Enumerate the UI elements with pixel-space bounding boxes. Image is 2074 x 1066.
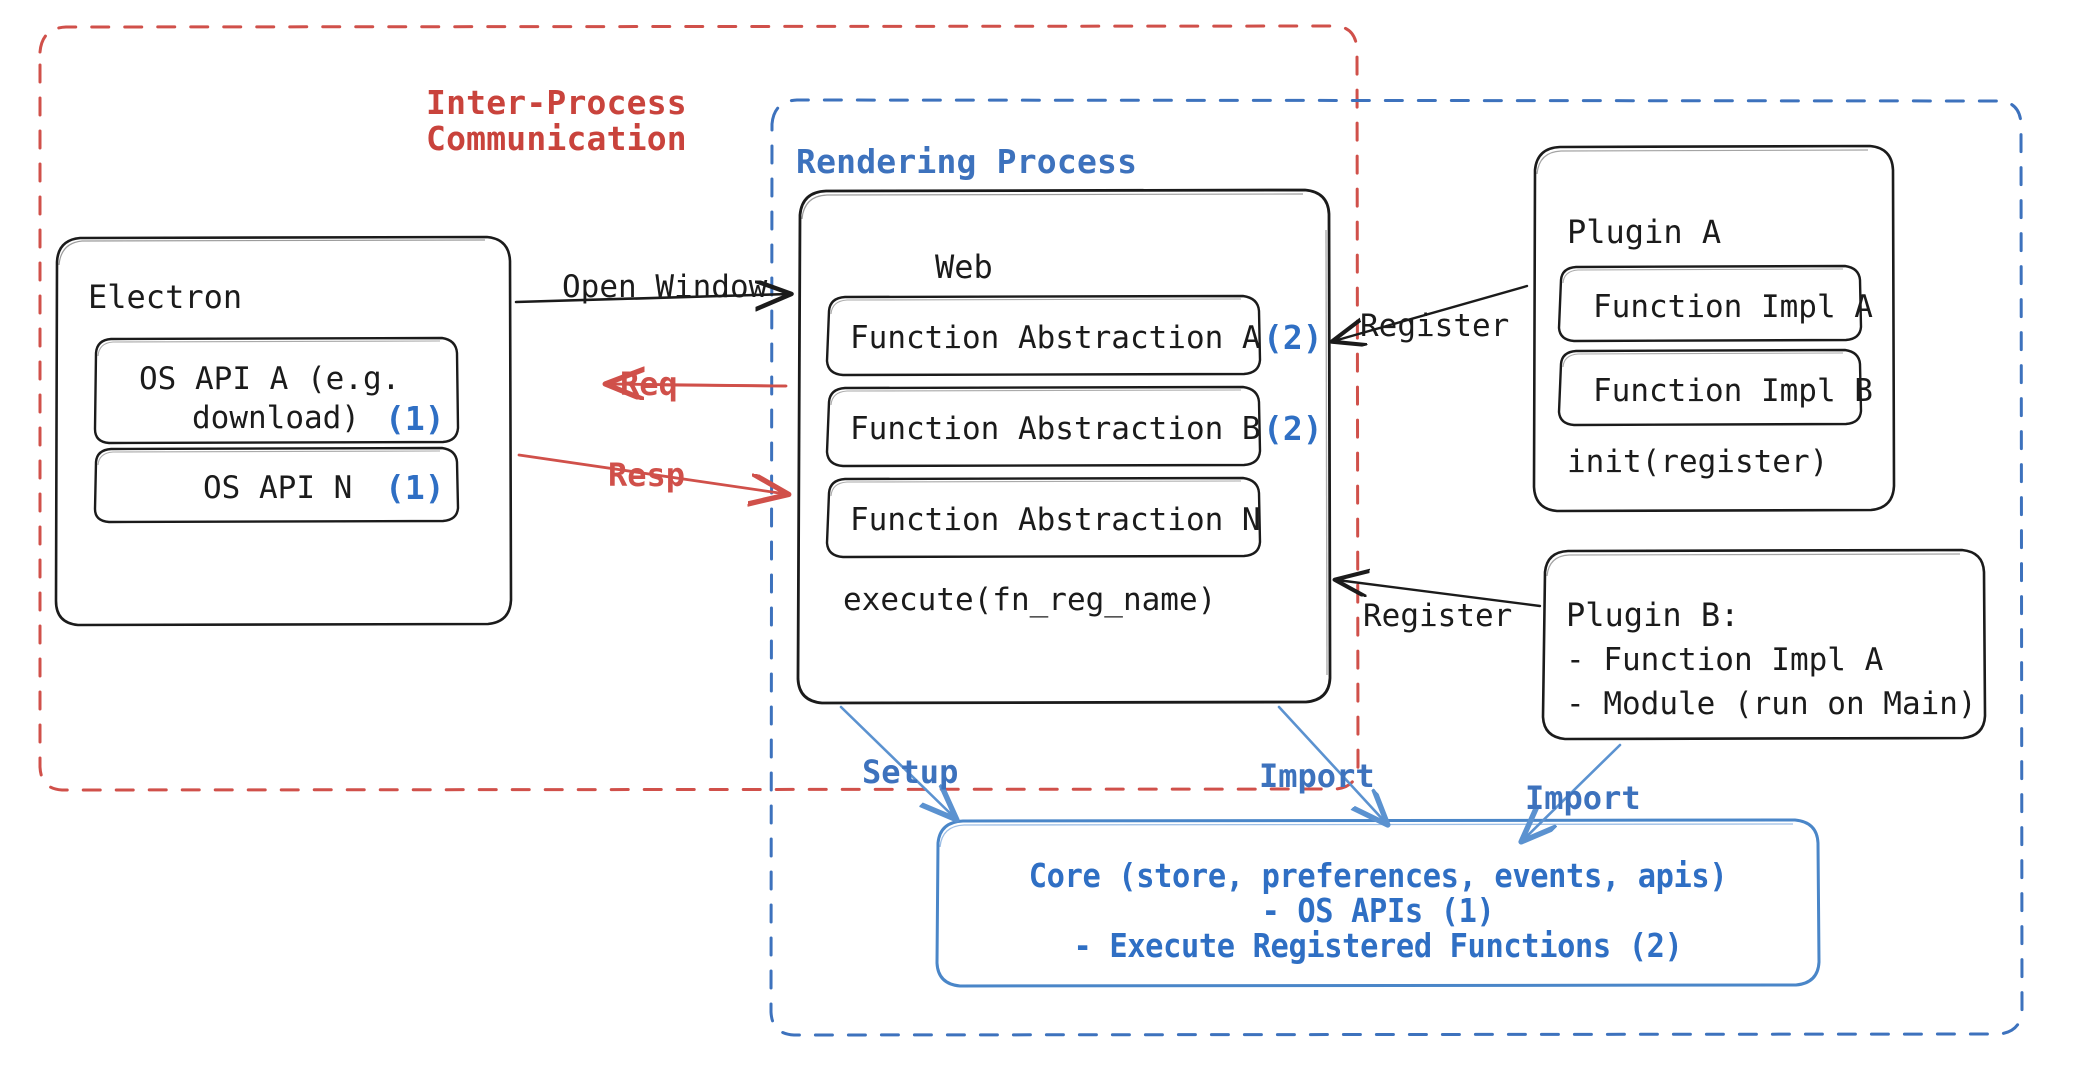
fn-impl-a-label: Function Impl A xyxy=(1593,289,1873,325)
fn-abstraction-n-label: Function Abstraction N xyxy=(850,502,1261,538)
core-line-3: - Execute Registered Functions (2) xyxy=(1073,926,1683,965)
region-ipc-title-line1: Inter-Process xyxy=(426,83,687,122)
core-line-1: Core (store, preferences, events, apis) xyxy=(1028,856,1728,895)
fn-abstraction-n-pill-outline xyxy=(825,476,1262,559)
region-rendering-title: Rendering Process xyxy=(796,142,1138,181)
region-rendering-boundary xyxy=(769,98,2024,1037)
os-api-n-label: OS API N xyxy=(203,470,353,506)
edge-req xyxy=(608,384,788,386)
os-api-a-label-line2: download) xyxy=(192,400,360,436)
electron-title: Electron xyxy=(88,278,243,316)
plugin-b-line-2: - Module (run on Main) xyxy=(1566,686,1977,722)
os-api-a-badge: (1) xyxy=(385,399,445,438)
edge-open-window xyxy=(514,294,789,302)
web-title: Web xyxy=(935,248,993,286)
plugin-b-title: Plugin B: xyxy=(1566,596,1740,634)
edge-setup-label: Setup xyxy=(862,753,959,791)
edge-resp xyxy=(517,453,786,494)
edge-import-plugin-b xyxy=(1523,743,1622,840)
edge-import-web-label: Import xyxy=(1259,757,1375,795)
edge-resp-label: Resp xyxy=(608,456,686,494)
fn-impl-b-label: Function Impl B xyxy=(1593,373,1873,409)
region-ipc-boundary xyxy=(38,24,1360,792)
edge-register-b xyxy=(1337,580,1542,608)
fn-abstraction-a-pill-outline xyxy=(825,294,1262,377)
plugin-b-box-outline xyxy=(1541,548,1987,741)
fn-abstraction-b-pill-outline xyxy=(825,385,1262,468)
edge-register-a-label: Register xyxy=(1360,308,1510,344)
plugin-a-init-label: init(register) xyxy=(1567,444,1829,480)
web-execute-label: execute(fn_reg_name) xyxy=(843,582,1217,618)
edge-register-a xyxy=(1334,284,1529,341)
plugin-a-title: Plugin A xyxy=(1567,213,1722,251)
edge-register-b-label: Register xyxy=(1363,598,1513,634)
edge-import-web xyxy=(1277,705,1386,823)
fn-abstraction-b-badge: (2) xyxy=(1263,409,1323,448)
os-api-a-pill-outline xyxy=(93,336,460,445)
fn-impl-b-pill-outline xyxy=(1557,348,1863,427)
edge-req-label: Req xyxy=(620,365,678,403)
os-api-a-label-line1: OS API A (e.g. xyxy=(139,361,401,397)
edge-import-plugin-b-label: Import xyxy=(1525,779,1641,817)
edge-open-window-label: Open Window xyxy=(562,269,768,305)
core-line-2: - OS APIs (1) xyxy=(1261,891,1495,930)
fn-impl-a-pill-outline xyxy=(1557,264,1863,343)
plugin-b-line-1: - Function Impl A xyxy=(1566,642,1884,678)
fn-abstraction-a-label: Function Abstraction A xyxy=(850,320,1261,356)
region-ipc-title-line2: Communication xyxy=(426,119,687,158)
fn-abstraction-a-badge: (2) xyxy=(1263,318,1323,357)
fn-abstraction-b-label: Function Abstraction B xyxy=(850,411,1261,447)
os-api-n-badge: (1) xyxy=(385,468,445,507)
os-api-n-pill-outline xyxy=(93,446,460,524)
edge-setup xyxy=(839,705,955,818)
